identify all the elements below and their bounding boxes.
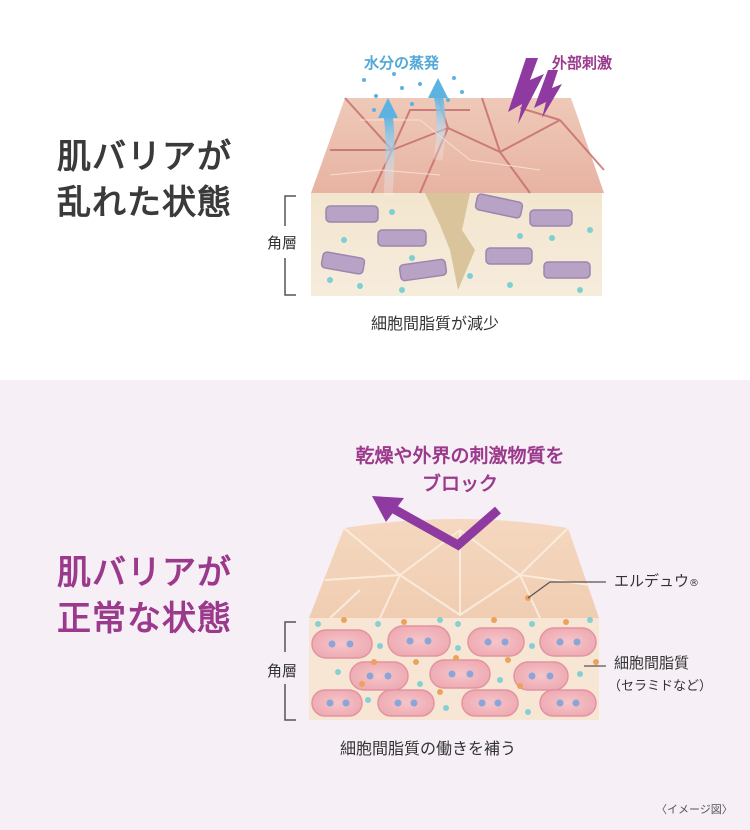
heading-line-1: 肌バリアが — [57, 553, 232, 593]
heading-line-1: 肌バリアが — [57, 137, 232, 177]
sparse-lipid-dots — [327, 209, 593, 293]
damaged-cells — [320, 193, 591, 282]
skin-surface — [309, 519, 599, 618]
healthy-barrier-panel: 肌バリアが 正常な状態 — [0, 380, 750, 830]
block-label-line-2: ブロック — [421, 473, 498, 495]
lightning-icon — [508, 58, 562, 124]
healthy-cells — [311, 625, 597, 717]
stratum-bracket — [284, 621, 296, 721]
image-note: 〈イメージ図〉 — [656, 803, 733, 816]
registered-mark: ® — [689, 578, 700, 589]
stratum-label: 角層 — [267, 234, 298, 252]
caption-healthy: 細胞間脂質の働きを補う — [340, 739, 517, 758]
eldew-dots — [341, 595, 599, 695]
damaged-skin-illustration — [284, 58, 605, 296]
water-evaporation-arrows — [378, 78, 448, 196]
surface-texture — [324, 527, 591, 619]
heading-line-2: 乱れた状態 — [57, 183, 232, 223]
block-label-line-1: 乾燥や外界の刺激物質を — [355, 445, 565, 467]
damaged-barrier-panel: 肌バリアが 乱れた状態 — [0, 0, 750, 380]
damaged-barrier-heading: 肌バリアが 乱れた状態 — [57, 134, 232, 226]
evaporation-label: 水分の蒸発 — [364, 54, 440, 72]
heading-line-2: 正常な状態 — [57, 599, 232, 639]
eldew-label: エルデュウ® — [614, 570, 699, 591]
lipid-dots — [315, 617, 593, 715]
healthy-barrier-heading: 肌バリアが 正常な状態 — [57, 550, 232, 642]
leader-lines — [527, 581, 606, 667]
stratum-crack — [425, 193, 475, 290]
stratum-bracket — [284, 195, 296, 296]
irritant-label: 外部刺激 — [552, 54, 613, 72]
lipid-sublabel: （セラミドなど） — [608, 679, 713, 694]
water-droplets — [362, 72, 464, 112]
block-label: 乾燥や外界の刺激物質を ブロック — [331, 442, 589, 498]
block-arrow-icon — [372, 496, 501, 551]
stratum-label: 角層 — [267, 662, 298, 680]
lipid-label: 細胞間脂質 — [614, 654, 690, 672]
eldew-name: エルデュウ — [614, 572, 690, 590]
caption-damaged: 細胞間脂質が減少 — [371, 314, 500, 333]
healthy-skin-illustration — [284, 496, 606, 721]
skin-surface — [311, 98, 604, 193]
